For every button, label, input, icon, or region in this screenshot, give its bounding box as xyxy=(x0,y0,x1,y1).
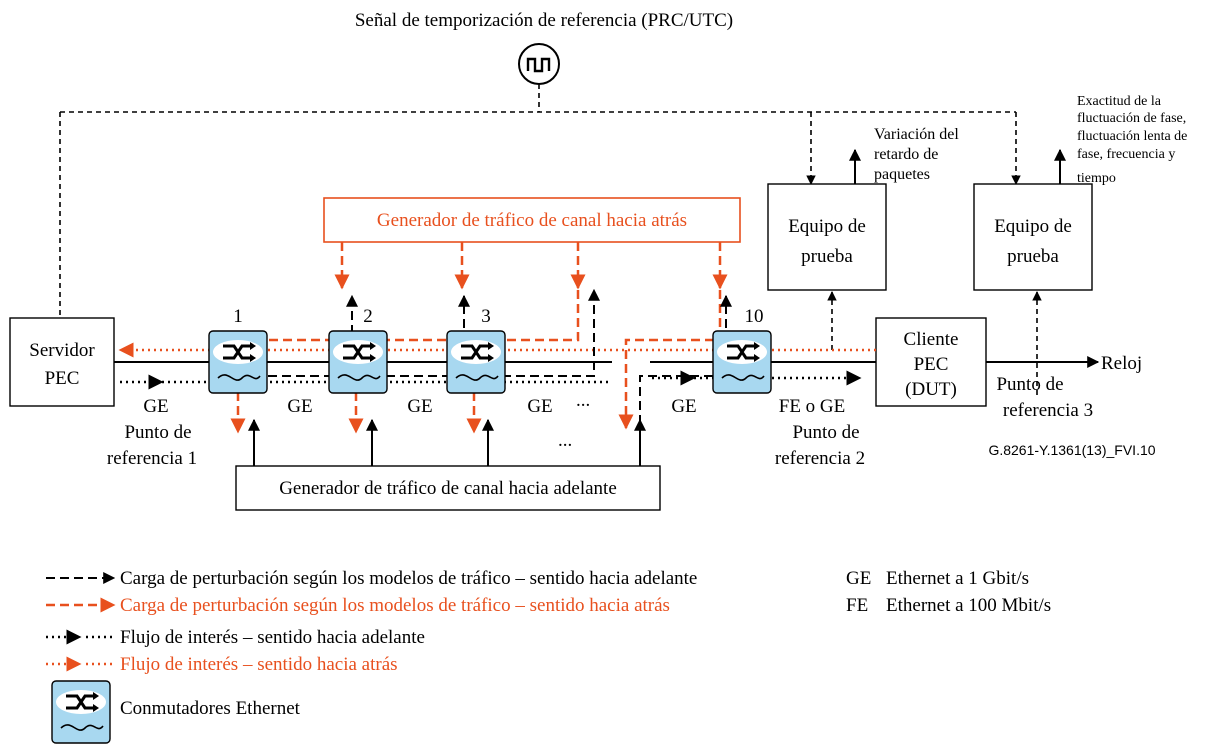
diagram-title: Señal de temporización de referencia (PR… xyxy=(355,10,733,31)
abbr-fe-meaning: Ethernet a 100 Mbit/s xyxy=(886,595,1051,616)
accuracy-label-4: fase, frecuencia y xyxy=(1077,147,1175,162)
abbr-ge: GE xyxy=(846,568,871,589)
test-equipment-1 xyxy=(767,183,887,291)
ref-point-2-line-1: Punto de xyxy=(792,422,859,443)
ellipsis-1: ... xyxy=(576,390,590,411)
pec-server-label-2: PEC xyxy=(45,368,80,389)
pec-client-label-3: (DUT) xyxy=(905,379,957,400)
ethernet-switch-10 xyxy=(711,329,773,395)
pdv-label-1: Variación del xyxy=(874,126,959,143)
test-equipment-2-label-1: Equipo de xyxy=(994,216,1072,237)
test-equipment-2 xyxy=(973,183,1093,291)
ethernet-switch-2 xyxy=(327,329,389,395)
link-label-ge-5: GE xyxy=(671,396,696,417)
switch-number-1: 1 xyxy=(233,306,243,327)
pec-server xyxy=(9,317,115,407)
legend-backward-disturbance: Carga de perturbación según los modelos … xyxy=(120,595,670,616)
test-equipment-1-label-1: Equipo de xyxy=(788,216,866,237)
ref-point-1-line-1: Punto de xyxy=(124,422,191,443)
clock-signal-icon xyxy=(518,43,560,85)
test-equipment-2-label-2: prueba xyxy=(1007,246,1059,267)
ref-point-1-line-2: referencia 1 xyxy=(107,448,197,469)
ethernet-switch-3 xyxy=(445,329,507,395)
ellipsis-2: ... xyxy=(558,430,572,451)
link-label-ge-4: GE xyxy=(527,396,552,417)
legend-switches: Conmutadores Ethernet xyxy=(120,698,301,719)
ref-point-3-line-1: Punto de xyxy=(996,374,1063,395)
legend-forward-disturbance: Carga de perturbación según los modelos … xyxy=(120,568,697,589)
backward-generator-label: Generador de tráfico de canal hacia atrá… xyxy=(377,210,687,231)
pec-server-label-1: Servidor xyxy=(29,340,95,361)
forward-traffic-generator xyxy=(235,465,661,511)
switch-number-3: 3 xyxy=(481,306,491,327)
pec-client-label-2: PEC xyxy=(914,354,949,375)
link-label-ge-3: GE xyxy=(407,396,432,417)
accuracy-label-2: fluctuación de fase, xyxy=(1077,111,1186,126)
clock-output-label: Reloj xyxy=(1101,353,1142,374)
test-equipment-1-label-2: prueba xyxy=(801,246,853,267)
abbr-fe: FE xyxy=(846,595,868,616)
accuracy-label-3: fluctuación lenta de xyxy=(1077,129,1187,144)
ref-point-3-line-2: referencia 3 xyxy=(1003,400,1093,421)
pdv-label-2: retardo de xyxy=(874,146,938,163)
link-label-fe-ge: FE o GE xyxy=(779,396,846,417)
link-label-ge-1: GE xyxy=(143,396,168,417)
link-label-ge-2: GE xyxy=(287,396,312,417)
ethernet-switch-1 xyxy=(207,329,269,395)
reference-timing-lines xyxy=(59,84,1021,318)
figure-id: G.8261-Y.1361(13)_FVI.10 xyxy=(988,442,1155,458)
accuracy-label-5: tiempo xyxy=(1077,171,1116,186)
backward-traffic-generator xyxy=(323,197,741,243)
legend-switch-icon xyxy=(50,679,112,745)
pec-client-label-1: Cliente xyxy=(904,329,959,350)
forward-generator-label: Generador de tráfico de canal hacia adel… xyxy=(279,478,617,499)
accuracy-label-1: Exactitud de la xyxy=(1077,94,1162,109)
switch-number-10: 10 xyxy=(745,306,764,327)
backward-generator-injections xyxy=(334,242,728,290)
legend-backward-flow: Flujo de interés – sentido hacia atrás xyxy=(120,654,398,675)
pec-client-dut xyxy=(875,317,987,407)
abbreviations: GE Ethernet a 1 Gbit/s FE Ethernet a 100… xyxy=(846,568,1051,616)
abbr-ge-meaning: Ethernet a 1 Gbit/s xyxy=(886,568,1029,589)
legend-forward-flow: Flujo de interés – sentido hacia adelant… xyxy=(120,627,425,648)
switch-number-2: 2 xyxy=(363,306,373,327)
pdv-label-3: paquetes xyxy=(874,166,930,183)
ref-point-2-line-2: referencia 2 xyxy=(775,448,865,469)
legend: Carga de perturbación según los modelos … xyxy=(46,568,697,745)
